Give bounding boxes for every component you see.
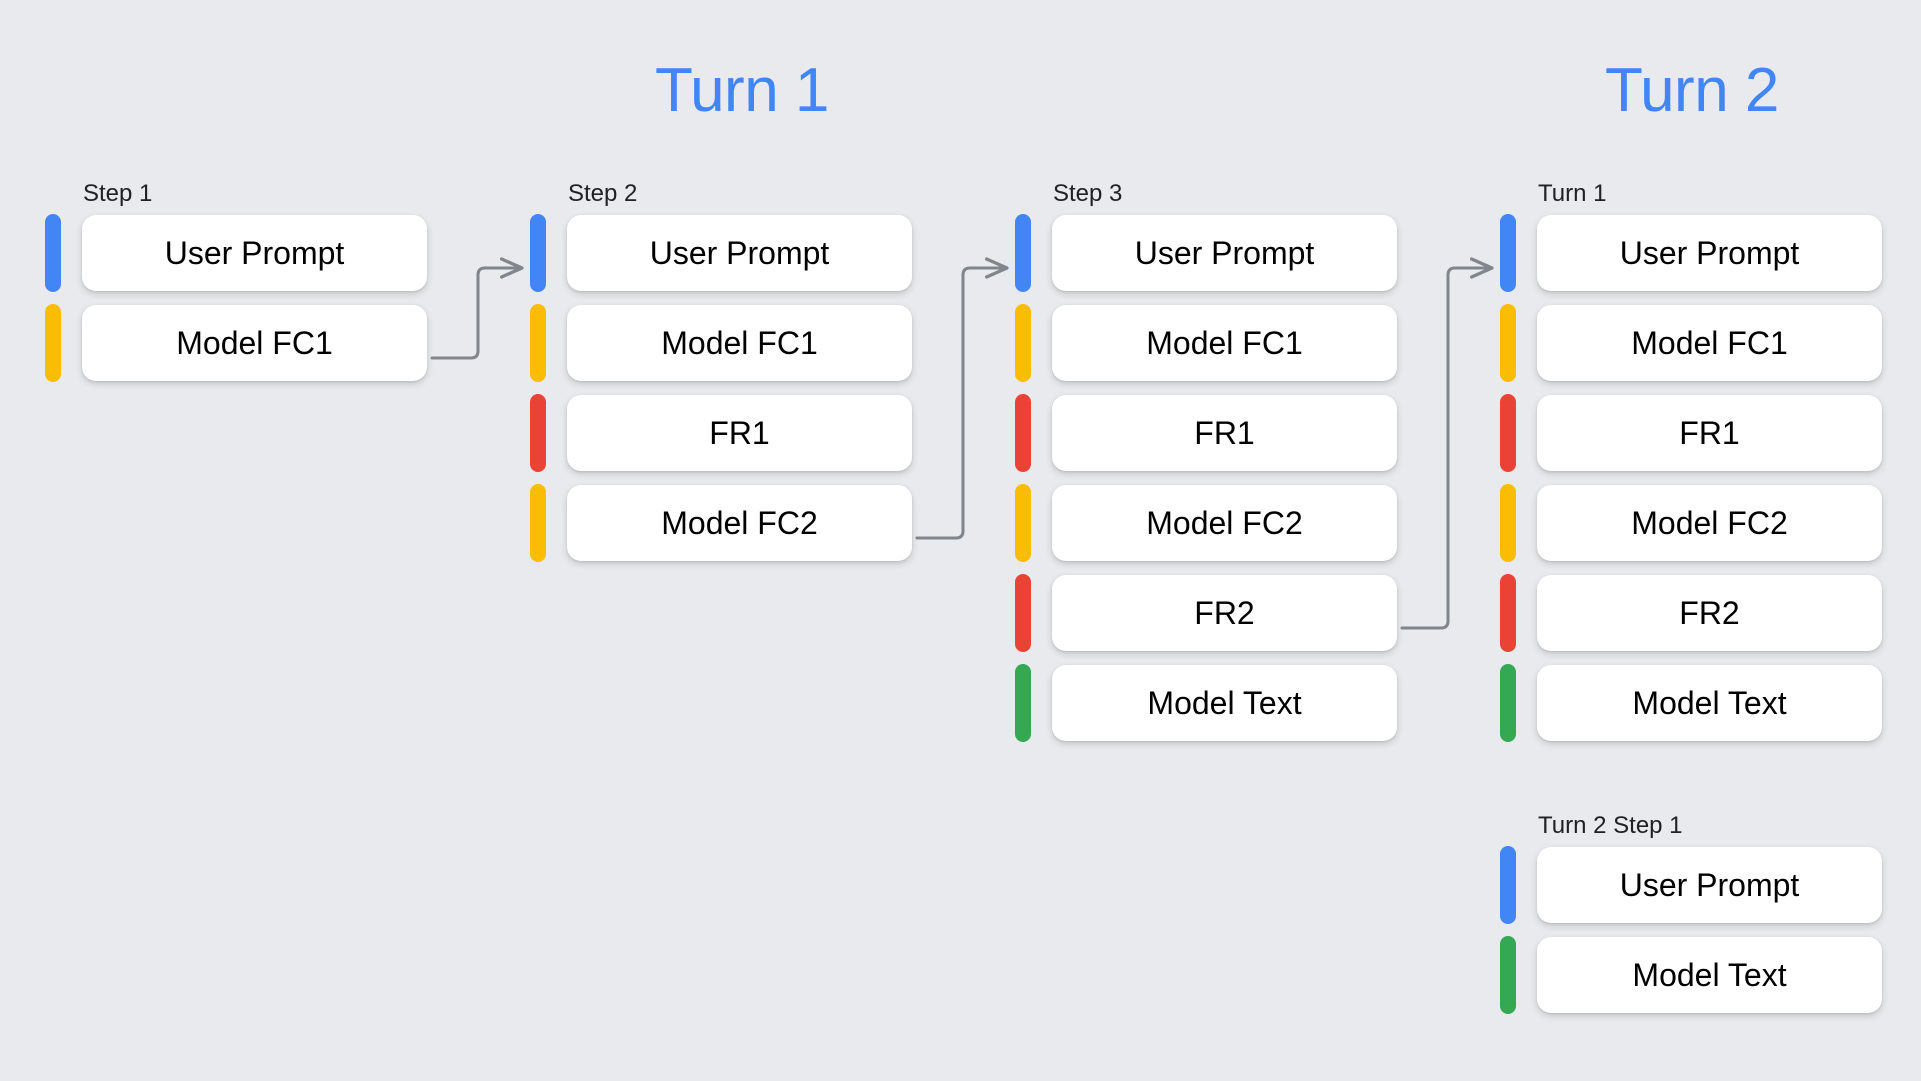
card-model-text[interactable]: Model Text [1537, 665, 1882, 741]
card-label: FR1 [1679, 415, 1740, 451]
card-model-text[interactable]: Model Text [1052, 665, 1397, 741]
card-label: Model FC2 [661, 505, 818, 541]
color-bar-model-text [1500, 664, 1516, 742]
column-label-step-1: Step 1 [83, 180, 153, 207]
card-model-function-call[interactable]: Model FC2 [1052, 485, 1397, 561]
card-label: FR2 [1194, 595, 1255, 631]
card-user-prompt[interactable]: User Prompt [567, 215, 912, 291]
color-bar-model-function-call [1015, 304, 1031, 382]
card-label: FR1 [1194, 415, 1255, 451]
row-function-response[interactable]: FR1 [530, 394, 912, 472]
color-bar-model-function-call [1500, 484, 1516, 562]
color-bar-model-text [1500, 936, 1516, 1014]
row-function-response[interactable]: FR2 [1500, 574, 1882, 652]
color-bar-user-prompt [45, 214, 61, 292]
column-label-step-2: Step 2 [568, 180, 638, 207]
card-model-function-call[interactable]: Model FC1 [1537, 305, 1882, 381]
color-bar-model-function-call [1500, 304, 1516, 382]
card-user-prompt[interactable]: User Prompt [1052, 215, 1397, 291]
color-bar-user-prompt [530, 214, 546, 292]
row-model-text[interactable]: Model Text [1500, 664, 1882, 742]
card-model-text[interactable]: Model Text [1537, 937, 1882, 1013]
row-user-prompt[interactable]: User Prompt [1015, 214, 1397, 292]
connector-step2-to-step3 [915, 257, 1009, 540]
card-label: User Prompt [164, 235, 345, 271]
card-label: User Prompt [1134, 235, 1315, 271]
card-user-prompt[interactable]: User Prompt [1537, 215, 1882, 291]
card-label: Model FC1 [661, 325, 818, 361]
color-bar-function-response [1500, 394, 1516, 472]
card-label: Model Text [1147, 685, 1302, 721]
row-model-function-call[interactable]: Model FC1 [1500, 304, 1882, 382]
column-label-turn-2-step-1: Turn 2 Step 1 [1538, 812, 1683, 839]
connector-step3-to-turn1 [1400, 257, 1494, 630]
card-user-prompt[interactable]: User Prompt [1537, 847, 1882, 923]
color-bar-model-text [1015, 664, 1031, 742]
card-model-function-call[interactable]: Model FC2 [567, 485, 912, 561]
row-function-response[interactable]: FR2 [1015, 574, 1397, 652]
card-label: User Prompt [649, 235, 830, 271]
card-label: Model FC1 [1631, 325, 1788, 361]
color-bar-model-function-call [45, 304, 61, 382]
card-label: Model Text [1632, 685, 1787, 721]
color-bar-user-prompt [1500, 214, 1516, 292]
card-function-response[interactable]: FR1 [1537, 395, 1882, 471]
card-function-response[interactable]: FR2 [1052, 575, 1397, 651]
card-label: Model FC2 [1146, 505, 1303, 541]
card-label: User Prompt [1619, 867, 1800, 903]
row-user-prompt[interactable]: User Prompt [530, 214, 912, 292]
row-function-response[interactable]: FR1 [1015, 394, 1397, 472]
connector-step1-to-step2 [430, 257, 524, 360]
card-model-function-call[interactable]: Model FC2 [1537, 485, 1882, 561]
turn-1-heading: Turn 1 [655, 56, 829, 125]
card-label: User Prompt [1619, 235, 1800, 271]
card-model-function-call[interactable]: Model FC1 [82, 305, 427, 381]
row-user-prompt[interactable]: User Prompt [45, 214, 427, 292]
color-bar-function-response [1500, 574, 1516, 652]
card-label: Model FC2 [1631, 505, 1788, 541]
card-model-function-call[interactable]: Model FC1 [567, 305, 912, 381]
color-bar-function-response [1015, 394, 1031, 472]
card-function-response[interactable]: FR1 [567, 395, 912, 471]
column-label-turn-1-history: Turn 1 [1538, 180, 1607, 207]
card-label: FR1 [709, 415, 770, 451]
card-label: Model FC1 [176, 325, 333, 361]
card-label: Model Text [1632, 957, 1787, 993]
color-bar-model-function-call [530, 484, 546, 562]
column-label-step-3: Step 3 [1053, 180, 1123, 207]
row-user-prompt[interactable]: User Prompt [1500, 214, 1882, 292]
row-model-function-call[interactable]: Model FC1 [45, 304, 427, 382]
turn-2-heading: Turn 2 [1605, 56, 1779, 125]
row-function-response[interactable]: FR1 [1500, 394, 1882, 472]
row-model-text[interactable]: Model Text [1015, 664, 1397, 742]
row-model-function-call[interactable]: Model FC2 [1015, 484, 1397, 562]
row-model-text[interactable]: Model Text [1500, 936, 1882, 1014]
row-user-prompt[interactable]: User Prompt [1500, 846, 1882, 924]
row-model-function-call[interactable]: Model FC1 [530, 304, 912, 382]
color-bar-model-function-call [1015, 484, 1031, 562]
card-user-prompt[interactable]: User Prompt [82, 215, 427, 291]
color-bar-user-prompt [1500, 846, 1516, 924]
color-bar-model-function-call [530, 304, 546, 382]
row-model-function-call[interactable]: Model FC2 [1500, 484, 1882, 562]
card-model-function-call[interactable]: Model FC1 [1052, 305, 1397, 381]
row-model-function-call[interactable]: Model FC1 [1015, 304, 1397, 382]
card-function-response[interactable]: FR1 [1052, 395, 1397, 471]
card-label: FR2 [1679, 595, 1740, 631]
color-bar-user-prompt [1015, 214, 1031, 292]
card-function-response[interactable]: FR2 [1537, 575, 1882, 651]
row-model-function-call[interactable]: Model FC2 [530, 484, 912, 562]
color-bar-function-response [530, 394, 546, 472]
card-label: Model FC1 [1146, 325, 1303, 361]
color-bar-function-response [1015, 574, 1031, 652]
